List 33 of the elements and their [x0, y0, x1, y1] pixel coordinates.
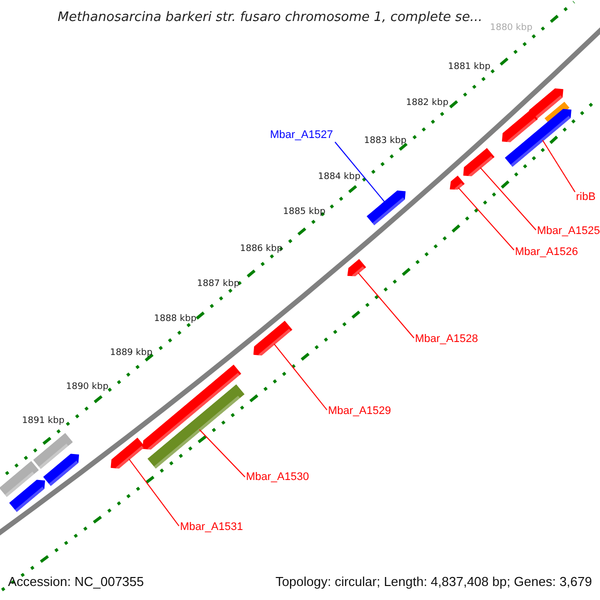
gene-feature — [0, 460, 39, 498]
scale-label: 1891 kbp — [22, 416, 64, 427]
gene-label: Mbar_A1525 — [537, 224, 600, 238]
scale-label: 1885 kbp — [283, 207, 326, 218]
gene-feature — [147, 384, 245, 468]
gene-label: ribB — [576, 190, 596, 204]
scale-label: 1881 kbp — [448, 62, 490, 73]
leader-line — [198, 429, 246, 478]
gene-label: Mbar_A1531 — [180, 520, 243, 534]
leader-line — [274, 343, 328, 410]
scale-label: 1888 kbp — [154, 314, 196, 325]
scale-label: 1880 kbp — [490, 23, 532, 34]
scale-label: 1887 kbp — [197, 279, 240, 290]
gene-label: Mbar_A1526 — [515, 245, 578, 259]
leader-line — [542, 140, 576, 192]
scale-label: 1890 kbp — [66, 382, 108, 393]
leader-line — [358, 272, 414, 338]
leader-line — [480, 167, 536, 230]
genome-info: Topology: circular; Length: 4,837,408 bp; Genes: 3,679 — [275, 574, 592, 590]
gene-label: Mbar_A1528 — [415, 332, 478, 346]
gene-label: Mbar_A1529 — [328, 404, 391, 418]
gene-label: Mbar_A1530 — [246, 470, 309, 484]
gene-feature — [33, 432, 73, 470]
gene-label: Mbar_A1527 — [270, 128, 333, 142]
leader-line — [334, 142, 386, 203]
scale-label: 1883 kbp — [364, 136, 406, 147]
accession-label: Accession: NC_007355 — [8, 574, 144, 590]
scale-label: 1889 kbp — [110, 348, 152, 359]
scale-label: 1884 kbp — [318, 172, 360, 183]
leader-line — [458, 187, 514, 250]
scale-label: 1882 kbp — [406, 98, 448, 109]
scale-label: 1886 kbp — [240, 244, 282, 255]
leader-line — [128, 458, 180, 526]
